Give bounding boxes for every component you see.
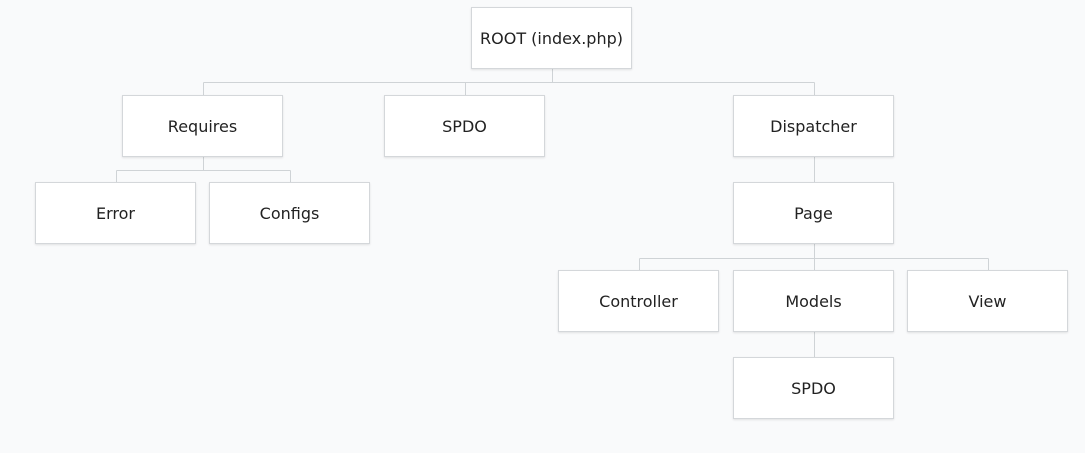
node-spdo-top[interactable]: SPDO bbox=[384, 95, 545, 157]
node-root[interactable]: ROOT (index.php) bbox=[471, 7, 632, 69]
node-models[interactable]: Models bbox=[733, 270, 894, 332]
node-requires[interactable]: Requires bbox=[122, 95, 283, 157]
node-error[interactable]: Error bbox=[35, 182, 196, 244]
node-controller[interactable]: Controller bbox=[558, 270, 719, 332]
node-configs[interactable]: Configs bbox=[209, 182, 370, 244]
node-page[interactable]: Page bbox=[733, 182, 894, 244]
node-spdo-models[interactable]: SPDO bbox=[733, 357, 894, 419]
node-view[interactable]: View bbox=[907, 270, 1068, 332]
node-dispatcher[interactable]: Dispatcher bbox=[733, 95, 894, 157]
